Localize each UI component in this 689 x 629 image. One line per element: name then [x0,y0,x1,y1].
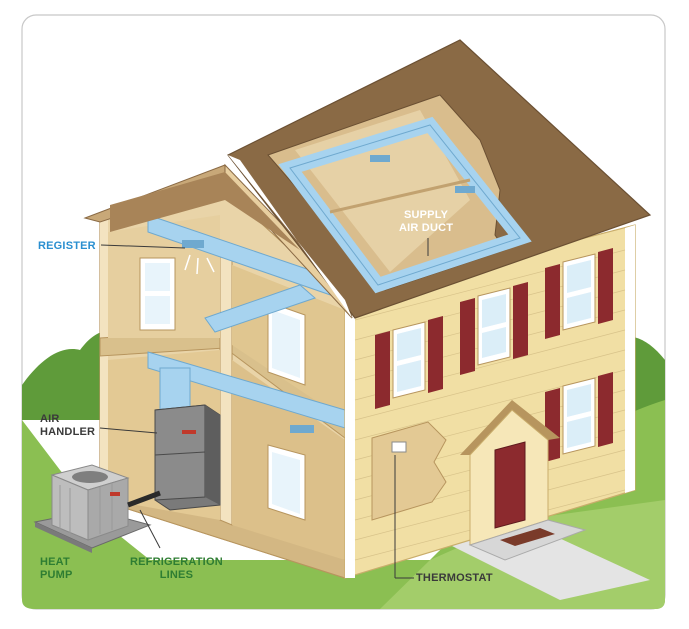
air-handler-unit [154,404,221,511]
heat-pump-label-line1: HEAT [40,556,70,568]
front-porch [460,400,587,561]
heat-pump-unit [33,464,161,553]
air-handler-label-line2: HANDLER [40,426,96,438]
leader-lines [99,238,429,579]
supply-air-duct-label-line2: AIR DUCT [399,222,454,234]
thermostat-label: THERMOSTAT [416,572,493,584]
air-handler-label: AIR HANDLER [40,413,95,439]
register-label: REGISTER [38,240,96,252]
supply-air-duct-label: SUPPLY AIR DUCT [399,209,453,235]
refrigeration-lines-label: REFRIGERATION LINES [130,556,223,582]
refrigeration-lines-label-line2: LINES [159,569,194,581]
front-windows [375,248,613,462]
interior-windows [139,257,306,521]
air-handler-label-line1: AIR [40,413,60,425]
refrigeration-lines-label-line1: REFRIGERATION [130,556,223,568]
ductwork [147,214,346,433]
airflow-arrows [184,254,215,275]
roof [83,39,652,319]
house-front [344,224,636,579]
thermostat-device [391,441,407,453]
heat-pump-label-line2: PUMP [40,569,73,581]
heat-pump-label: HEAT PUMP [40,556,73,582]
supply-air-duct-label-line1: SUPPLY [403,209,449,221]
